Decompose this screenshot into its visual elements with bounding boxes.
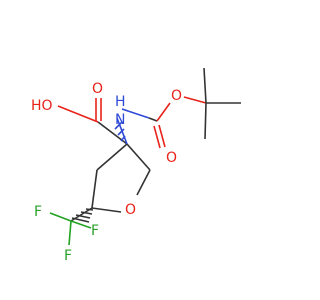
- bond-cf3-fluorine-bottom: [68, 220, 72, 246]
- fluorine-bottom-label: F: [64, 248, 72, 264]
- bond-carbamate-carbonyl-left: [153, 125, 161, 149]
- ring-bond-c3-c4: [96, 143, 128, 171]
- bond-cf3-fluorine-left: [49, 212, 72, 222]
- carbamate-ester-oxygen-label: O: [171, 88, 182, 104]
- bond-carbamate-carbon-segment: [148, 117, 158, 122]
- ring-bond-c2-c3: [126, 143, 151, 171]
- bond-cf3-fluorine-right: [70, 220, 92, 229]
- hashed-stereo-bond-c3: [114, 121, 126, 142]
- ring-bond-c5-o1: [91, 207, 122, 213]
- bond-carbamate-carbonyl-right: [158, 124, 166, 148]
- carbamate-carbonyl-oxygen-label: O: [166, 150, 177, 166]
- amide-nitrogen-label: N: [115, 112, 125, 128]
- chemical-structure-drawing: HO O N H O O O F F F: [31, 67, 241, 264]
- carboxyl-carbonyl-oxygen-label: O: [92, 81, 103, 97]
- amide-hydrogen-label: H: [115, 94, 126, 110]
- hashed-stereo-bond-c5: [71, 208, 94, 223]
- ring-bond-o1-c2: [136, 169, 151, 196]
- bond-ester-oxygen-tertbutyl: [183, 96, 207, 104]
- fluorine-left-label: F: [34, 204, 42, 220]
- fluorine-right-label: F: [91, 223, 99, 239]
- bond-tertbutyl-methyl-bottom: [204, 102, 207, 140]
- ring-bond-c4-c5: [91, 169, 98, 209]
- bond-nitrogen-carbonyl-carbon: [121, 108, 150, 119]
- bond-carboxyl-hydroxyl: [57, 105, 99, 123]
- ring-oxygen-label: O: [125, 202, 136, 218]
- bond-tertbutyl-methyl-top: [203, 67, 207, 104]
- carboxyl-hydroxyl-label: HO: [31, 98, 53, 114]
- bond-carbamate-ester-link: [156, 102, 171, 122]
